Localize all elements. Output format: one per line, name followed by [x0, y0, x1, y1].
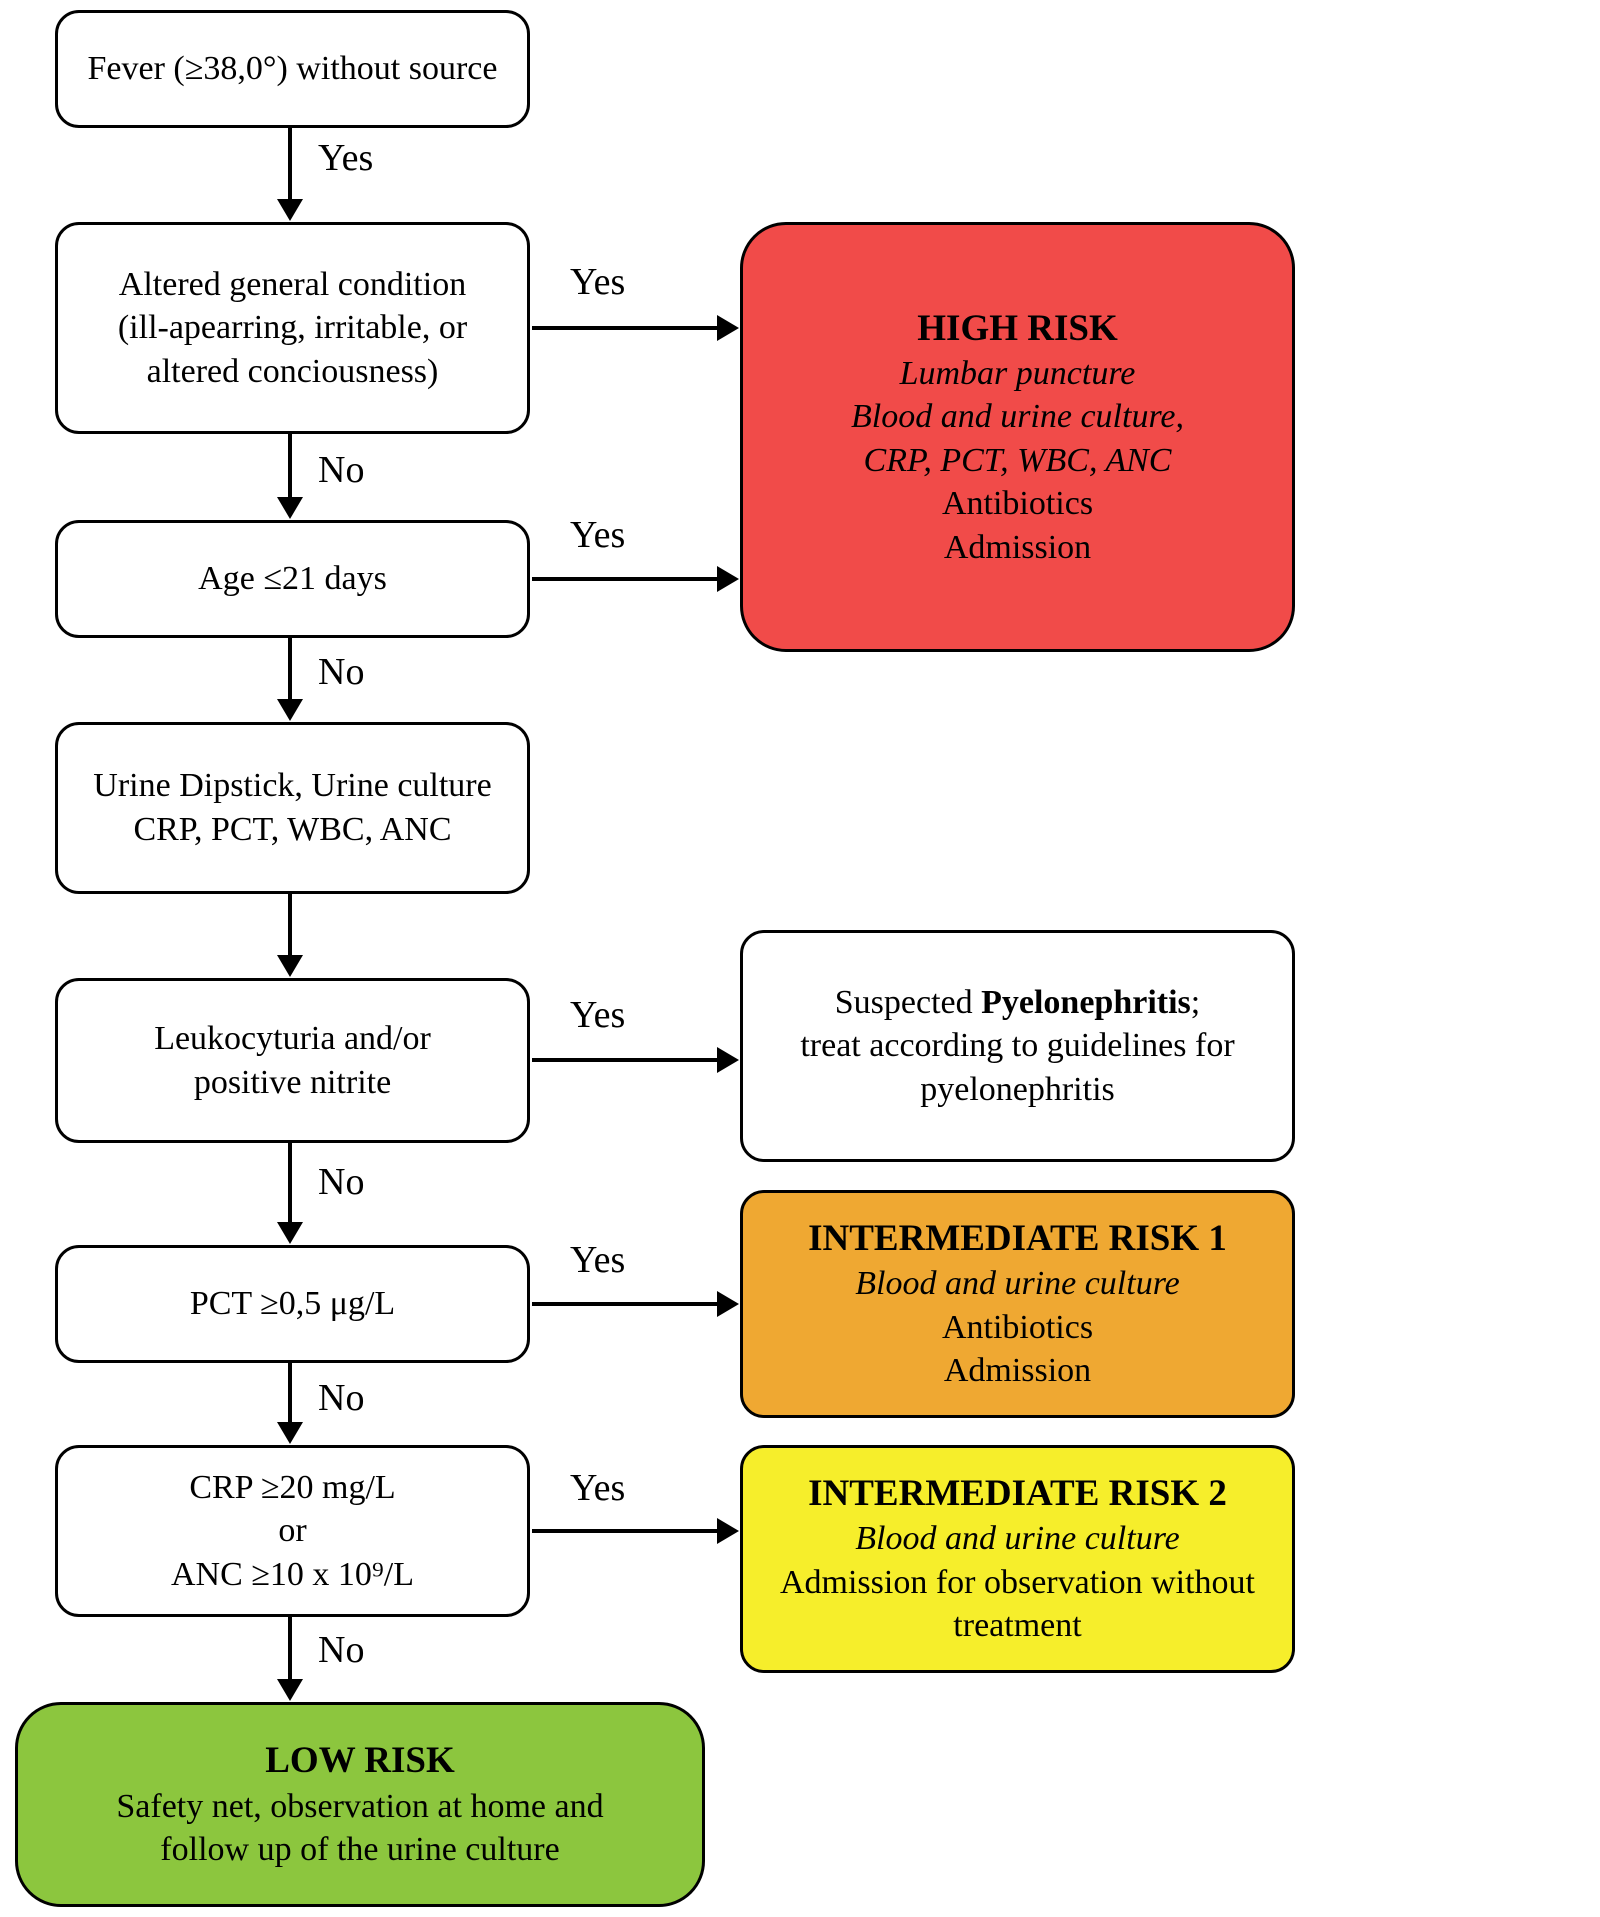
- arrowhead-right-icon: [717, 315, 739, 341]
- node-pyelonephritis-line: treat according to guidelines for: [800, 1027, 1235, 1065]
- node-urine-tests-line: Urine Dipstick, Urine culture: [93, 767, 492, 805]
- arrow-pct-to-crp: [277, 1363, 303, 1444]
- node-high-risk: HIGH RISK Lumbar puncture Blood and urin…: [740, 222, 1295, 652]
- node-fever-line: Fever (≥38,0°) without source: [87, 50, 498, 88]
- node-pyelonephritis-line: Suspected Pyelonephritis;: [835, 981, 1200, 1025]
- label-yes-leukocyturia: Yes: [570, 994, 626, 1036]
- arrowhead-right-icon: [717, 1291, 739, 1317]
- node-age-line: Age ≤21 days: [198, 560, 387, 598]
- arrowhead-down-icon: [277, 955, 303, 977]
- label-no-leukocyturia: No: [318, 1161, 365, 1203]
- node-leukocyturia: Leukocyturia and/or positive nitrite: [55, 978, 530, 1143]
- node-altered-condition: Altered general condition (ill-apearring…: [55, 222, 530, 434]
- node-low-risk-line: follow up of the urine culture: [160, 1831, 560, 1869]
- arrowhead-down-icon: [277, 1222, 303, 1244]
- node-high-risk-line: CRP, PCT, WBC, ANC: [863, 441, 1172, 479]
- node-crp-anc: CRP ≥20 mg/L or ANC ≥10 x 10⁹/L: [55, 1445, 530, 1617]
- node-high-risk-title: HIGH RISK: [917, 307, 1118, 349]
- arrowhead-down-icon: [277, 699, 303, 721]
- arrow-fever-to-altered: [277, 128, 303, 221]
- node-intermediate-risk-1-line: Antibiotics: [941, 1308, 1094, 1346]
- node-pct: PCT ≥0,5 μg/L: [55, 1245, 530, 1363]
- arrow-leukocyturia-to-pct: [277, 1143, 303, 1244]
- label-no-crp: No: [318, 1629, 365, 1671]
- label-yes-crp: Yes: [570, 1467, 626, 1509]
- label-no-age: No: [318, 651, 365, 693]
- arrow-crp-to-intermediate-2: [532, 1518, 739, 1544]
- pyelonephritis-bold: Pyelonephritis: [981, 983, 1191, 1021]
- label-no-altered: No: [318, 449, 365, 491]
- arrowhead-down-icon: [277, 497, 303, 519]
- node-intermediate-risk-2-line: treatment: [953, 1607, 1082, 1645]
- node-crp-anc-line: ANC ≥10 x 10⁹/L: [170, 1555, 414, 1593]
- arrowhead-down-icon: [277, 1422, 303, 1444]
- node-high-risk-line: Admission: [943, 528, 1092, 566]
- node-intermediate-risk-1: INTERMEDIATE RISK 1 Blood and urine cult…: [740, 1190, 1295, 1418]
- node-intermediate-risk-1-line: Blood and urine culture: [855, 1265, 1180, 1303]
- node-age: Age ≤21 days: [55, 520, 530, 638]
- node-altered-condition-line: altered conciousness): [146, 352, 439, 390]
- node-high-risk-line: Antibiotics: [941, 485, 1094, 523]
- label-yes-pct: Yes: [570, 1239, 626, 1281]
- node-urine-tests-line: CRP, PCT, WBC, ANC: [133, 811, 452, 848]
- arrowhead-down-icon: [277, 199, 303, 221]
- label-yes-fever: Yes: [318, 137, 374, 179]
- label-yes-age: Yes: [570, 514, 626, 556]
- label-yes-altered: Yes: [570, 261, 626, 303]
- node-pct-line: PCT ≥0,5 μg/L: [189, 1285, 396, 1323]
- arrowhead-down-icon: [277, 1679, 303, 1701]
- pyelonephritis-suffix: ;: [1190, 983, 1201, 1021]
- node-high-risk-line: Lumbar puncture: [899, 354, 1136, 392]
- node-intermediate-risk-1-title: INTERMEDIATE RISK 1: [808, 1218, 1227, 1260]
- node-intermediate-risk-1-line: Admission: [943, 1352, 1092, 1390]
- node-altered-condition-line: (ill-apearring, irritable, or: [117, 309, 468, 347]
- arrow-age-to-high-risk: [532, 566, 739, 592]
- node-urine-tests: Urine Dipstick, Urine culture CRP, PCT, …: [55, 722, 530, 894]
- label-no-pct: No: [318, 1377, 365, 1419]
- node-crp-anc-line: or: [278, 1512, 307, 1550]
- arrow-pct-to-intermediate-1: [532, 1291, 739, 1317]
- node-intermediate-risk-2-line: Admission for observation without: [779, 1563, 1256, 1601]
- node-pyelonephritis: Suspected Pyelonephritis; treat accordin…: [740, 930, 1295, 1162]
- arrow-altered-to-high-risk: [532, 315, 739, 341]
- arrow-crp-to-low-risk: [277, 1617, 303, 1701]
- node-low-risk: LOW RISK Safety net, observation at home…: [15, 1702, 705, 1907]
- arrow-leukocyturia-to-pyelonephritis: [532, 1047, 739, 1073]
- node-fever: Fever (≥38,0°) without source: [55, 10, 530, 128]
- node-intermediate-risk-2: INTERMEDIATE RISK 2 Blood and urine cult…: [740, 1445, 1295, 1673]
- arrowhead-right-icon: [717, 1047, 739, 1073]
- node-pyelonephritis-line: pyelonephritis: [920, 1070, 1115, 1108]
- node-altered-condition-line: Altered general condition: [118, 265, 467, 303]
- node-low-risk-line: Safety net, observation at home and: [116, 1787, 604, 1825]
- node-leukocyturia-line: Leukocyturia and/or: [154, 1019, 431, 1057]
- arrowhead-right-icon: [717, 566, 739, 592]
- arrowhead-right-icon: [717, 1518, 739, 1544]
- arrow-altered-to-age: [277, 434, 303, 519]
- node-leukocyturia-line: positive nitrite: [193, 1063, 392, 1101]
- arrow-age-to-urine: [277, 638, 303, 721]
- node-high-risk-line: Blood and urine culture,: [850, 398, 1185, 436]
- arrow-urine-to-leukocyturia: [277, 894, 303, 977]
- pyelonephritis-prefix: Suspected: [834, 983, 982, 1021]
- node-low-risk-title: LOW RISK: [265, 1740, 455, 1782]
- node-crp-anc-line: CRP ≥20 mg/L: [189, 1468, 396, 1506]
- node-intermediate-risk-2-line: Blood and urine culture: [855, 1520, 1180, 1558]
- node-intermediate-risk-2-title: INTERMEDIATE RISK 2: [808, 1473, 1227, 1515]
